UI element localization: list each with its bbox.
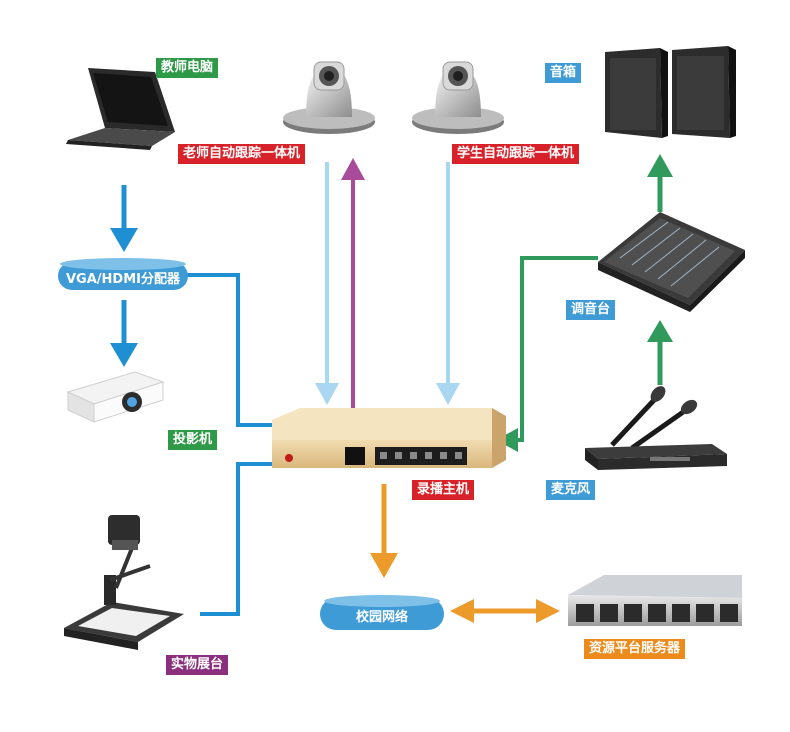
- mic-to-mixer-arrowhead: [647, 320, 673, 342]
- speakers-icon: [605, 46, 736, 138]
- recorder-to-network-arrowhead: [370, 553, 398, 578]
- speakers-label: 音箱: [545, 63, 582, 83]
- splitter-label: VGA/HDMI分配器: [66, 272, 180, 287]
- mixer-to-speakers-arrowhead: [647, 154, 673, 177]
- visualizer-label: 实物展台: [166, 655, 229, 675]
- mixer-to-recorder-arrowhead: [496, 428, 518, 452]
- projector-icon: [66, 371, 165, 423]
- projector-label: 投影机: [168, 430, 218, 450]
- visualizer-to-recorder-line: [200, 462, 272, 616]
- network-server-arrowhead-right: [536, 599, 560, 623]
- teacher-pc-label: 教师电脑: [156, 58, 219, 78]
- mixer-to-recorder-line: [515, 256, 598, 442]
- campus-network-device: [320, 595, 444, 630]
- mixer-icon: [598, 212, 745, 312]
- teacher-cam-down-arrowhead: [315, 383, 339, 405]
- student-camera-label: 学生自动跟踪一体机: [452, 144, 580, 164]
- recorder-label: 录播主机: [412, 480, 475, 500]
- teacher-camera-icon: [283, 61, 375, 134]
- server-icon: [568, 575, 742, 626]
- splitter-to-projector-arrowhead: [110, 343, 138, 367]
- student-cam-down-arrowhead: [436, 383, 460, 405]
- teacher-camera-label: 老师自动跟踪一体机: [178, 144, 306, 164]
- splitter-to-recorder-line: [185, 273, 272, 427]
- laptop-icon: [66, 68, 175, 150]
- campus-network-label: 校园网络: [355, 610, 408, 625]
- student-camera-icon: [412, 61, 504, 134]
- recorder-icon: [272, 408, 506, 468]
- resource-server-label: 资源平台服务器: [584, 639, 686, 659]
- pc-to-splitter-arrowhead: [110, 228, 138, 252]
- mixer-label: 调音台: [566, 300, 616, 320]
- microphone-icon: [585, 386, 727, 470]
- splitter-device: [58, 258, 188, 290]
- visualizer-icon: [64, 515, 184, 650]
- network-server-arrowhead-left: [450, 599, 474, 623]
- microphone-label: 麦克风: [546, 480, 596, 500]
- recorder-to-teacher-cam-arrowhead: [341, 158, 365, 180]
